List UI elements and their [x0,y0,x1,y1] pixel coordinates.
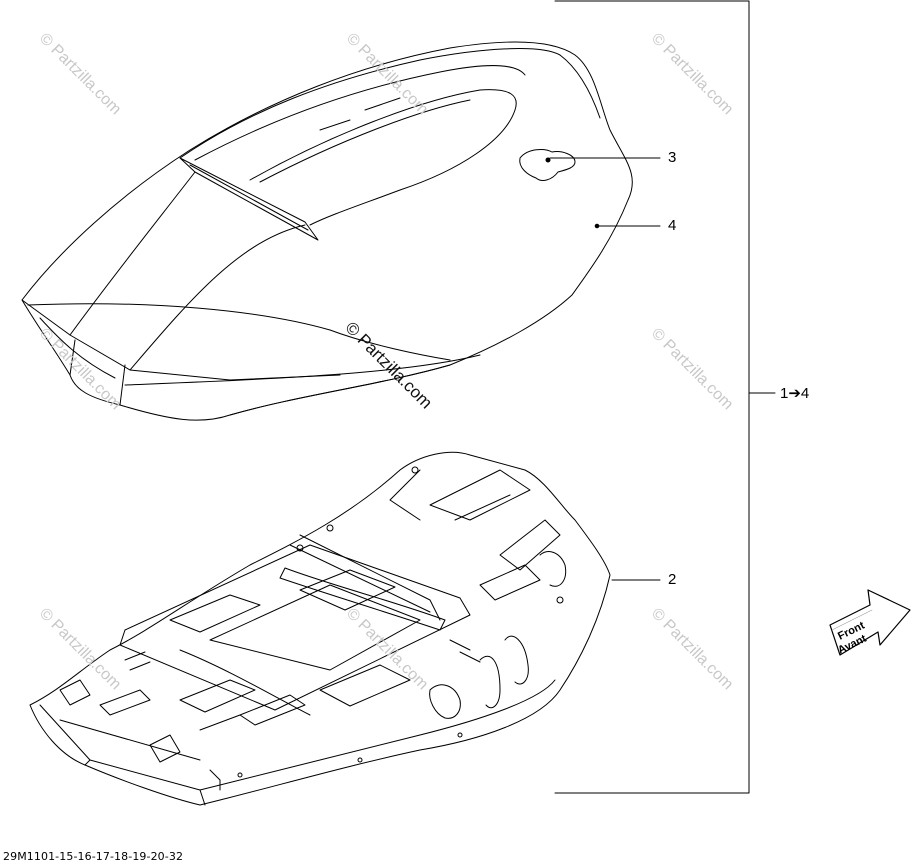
seat-cover-drawing [21,41,633,421]
callout-4: 4 [668,217,677,234]
emblem-drawing [519,149,576,181]
drawing-code: 29M1101-15-16-17-18-19-20-32 [3,850,184,863]
assembly-bracket [554,0,750,794]
front-arrow-icon [829,589,911,656]
callout-3: 3 [668,149,677,166]
callout-2: 2 [668,571,677,588]
callout-range: 1➔4 [780,385,810,402]
seat-base-drawing [29,451,611,806]
